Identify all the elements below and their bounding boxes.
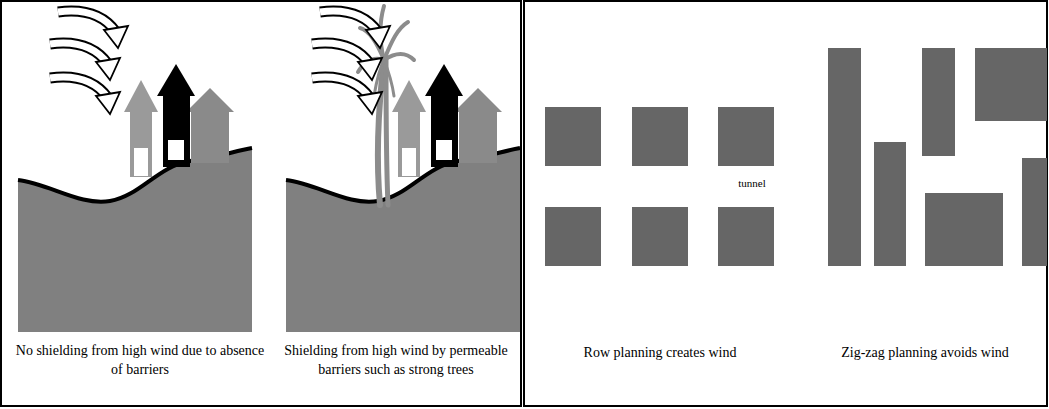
hill-scene bbox=[286, 64, 520, 332]
caption: Zig-zag planning avoids wind bbox=[810, 344, 1040, 363]
wind-arrow bbox=[312, 77, 382, 114]
caption: No shielding from high wind due to absen… bbox=[14, 342, 266, 380]
panel-border bbox=[1, 1, 521, 406]
wind-arrow bbox=[50, 77, 120, 114]
building-blocks bbox=[828, 48, 1047, 266]
gap-label: tunnel bbox=[722, 176, 782, 191]
caption: Row planning creates wind bbox=[545, 344, 775, 363]
hill-scene bbox=[18, 64, 252, 332]
caption: Shielding from high wind by permeable ba… bbox=[274, 342, 518, 380]
panel-border bbox=[524, 1, 1047, 406]
